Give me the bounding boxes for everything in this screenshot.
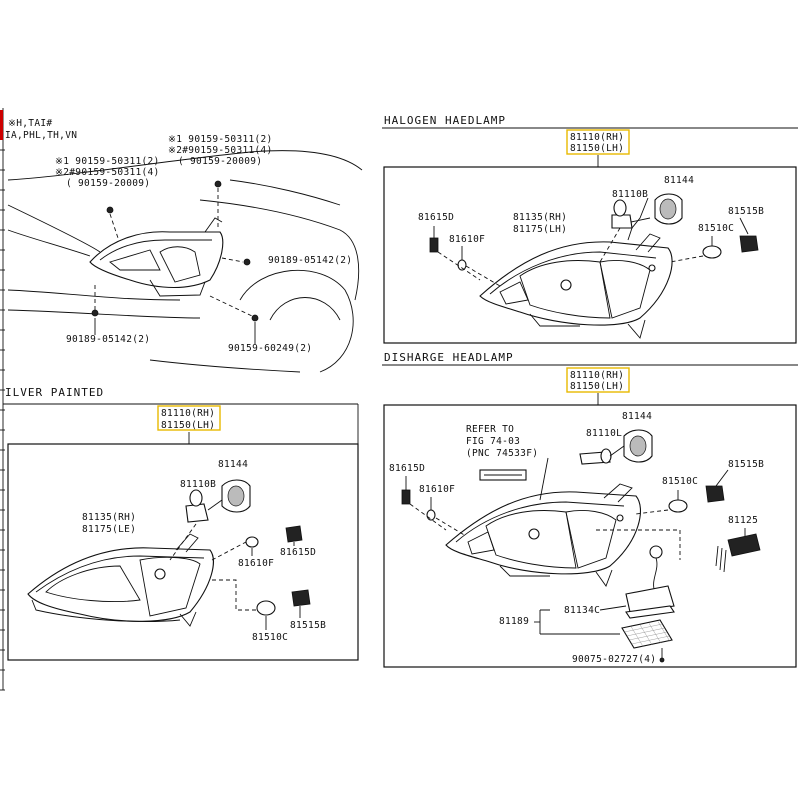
label-right-bolt: 90189-05142(2) (268, 255, 352, 266)
discharge-p81515b: 81515B (728, 459, 764, 470)
vehicle-mount-view: ※H,TAI# IA,PHL,TH,VN ※1 90159-50311(2) ※… (5, 118, 363, 373)
halogen-p81515b: 81515B (728, 206, 764, 217)
bracket-hatch (624, 623, 663, 633)
bracket-hatch (657, 621, 671, 642)
discharge-p81510c: 81510C (662, 476, 698, 487)
refer-line3: (PNC 74533F) (466, 448, 538, 459)
discharge-p81144: 81144 (622, 411, 652, 422)
bracket-hatch (626, 627, 665, 637)
halogen-parts-box (383, 166, 797, 344)
silver-p81110b: 81110B (180, 479, 216, 490)
discharge-p81134c: 81134C (564, 605, 600, 616)
callout-a-line2: ※2#90159-50311(4) (168, 145, 273, 156)
callout-a-line1: ※1 90159-50311(2) (168, 134, 273, 145)
discharge-81615d-bulb (401, 489, 411, 505)
silver-81510c-bulb (256, 600, 276, 616)
callout-b-line2: ※2#90159-50311(4) (55, 167, 160, 178)
halogen-assy-rh: 81110(RH) (570, 132, 624, 143)
halogen-p81144: 81144 (664, 175, 694, 186)
halogen-81615d-bulb (429, 237, 439, 253)
discharge-assy-highlight (566, 367, 630, 393)
label-bottom-right-bolt: 90159-60249(2) (228, 343, 312, 354)
halogen-81515b-socket (739, 235, 759, 253)
halogen-p81135: 81135(RH) (513, 212, 567, 223)
halogen-81510c-bulb (702, 245, 722, 259)
bracket-hatch (648, 623, 662, 644)
halogen-assy-highlight (566, 129, 630, 155)
halogen-p81175: 81175(LH) (513, 224, 567, 235)
discharge-assy-rh: 81110(RH) (570, 370, 624, 381)
silver-81515b-socket (291, 589, 311, 607)
discharge-p81189: 81189 (499, 616, 529, 627)
discharge-assy-lh: 81150(LH) (570, 381, 624, 392)
halogen-lamp-housing (479, 233, 673, 339)
discharge-81515b-socket (705, 485, 725, 503)
discharge-ballast (625, 585, 675, 613)
halogen-p81615d: 81615D (418, 212, 454, 223)
silver-p81135: 81135(RH) (82, 512, 136, 523)
left-margin-ruler (0, 108, 5, 691)
silver-p81510c: 81510C (252, 632, 288, 643)
bracket-hatch (629, 631, 668, 641)
bracket-hatch (639, 624, 653, 645)
silver-title: ILVER PAINTED (5, 386, 104, 399)
refer-line1: REFER TO (466, 424, 514, 435)
discharge-title: DISHARGE HEADLAMP (384, 351, 514, 364)
silver-assy-rh: 81110(RH) (161, 408, 215, 419)
silver-p81175: 81175(LE) (82, 524, 136, 535)
discharge-lamp-housing (445, 483, 642, 587)
silver-bulb (185, 503, 209, 523)
silver-p81515b: 81515B (290, 620, 326, 631)
silver-p81144: 81144 (218, 459, 248, 470)
callout-a-line3: ( 90159-20009) (178, 156, 262, 167)
halogen-p81510c: 81510C (698, 223, 734, 234)
silver-painted-section: ILVER PAINTED 81110(RH) 81150(LH) 81144 … (3, 386, 359, 661)
discharge-headlamp-section: DISHARGE HEADLAMP 81110(RH) 81150(LH) 81… (382, 351, 798, 668)
discharge-p81615d: 81615D (389, 463, 425, 474)
halogen-title: HALOGEN HAEDLAMP (384, 114, 506, 127)
red-margin-tick (0, 110, 3, 140)
halogen-headlamp-section: HALOGEN HAEDLAMP 81110(RH) 81150(LH) 811… (382, 114, 798, 344)
halogen-p81610f: 81610F (449, 234, 485, 245)
silver-81615d-socket (285, 525, 303, 543)
silver-81610f-bulb (245, 536, 259, 548)
callout-b-line1: ※1 90159-50311(2) (55, 156, 160, 167)
callout-b-line3: ( 90159-20009) (66, 178, 150, 189)
discharge-81125-connector (727, 533, 761, 557)
note-region-line2: IA,PHL,TH,VN (5, 130, 77, 141)
discharge-ballast-bracket (621, 619, 673, 649)
label-bottom-left-bolt: 90189-05142(2) (66, 334, 150, 345)
bracket-hatch (630, 626, 644, 647)
silver-assy-highlight (157, 405, 221, 431)
discharge-81510c-bulb (668, 499, 688, 513)
silver-lamp-housing (27, 533, 214, 627)
note-region-line1: ※H,TAI# (8, 118, 52, 129)
silver-assy-lh: 81150(LH) (161, 420, 215, 431)
silver-parts-box (7, 443, 359, 661)
discharge-p90075: 90075-02727(4) (572, 654, 656, 665)
refer-line2: FIG 74-03 (466, 436, 520, 447)
halogen-assy-lh: 81150(LH) (570, 143, 624, 154)
discharge-p81110l: 81110L (586, 428, 622, 439)
halogen-p81110b: 81110B (612, 189, 648, 200)
silver-p81615d: 81615D (280, 547, 316, 558)
silver-p81610f: 81610F (238, 558, 274, 569)
bracket-hatch (631, 635, 670, 645)
discharge-p81125: 81125 (728, 515, 758, 526)
discharge-p81610f: 81610F (419, 484, 455, 495)
halogen-bulb (611, 214, 633, 229)
discharge-parts-box (383, 404, 797, 668)
